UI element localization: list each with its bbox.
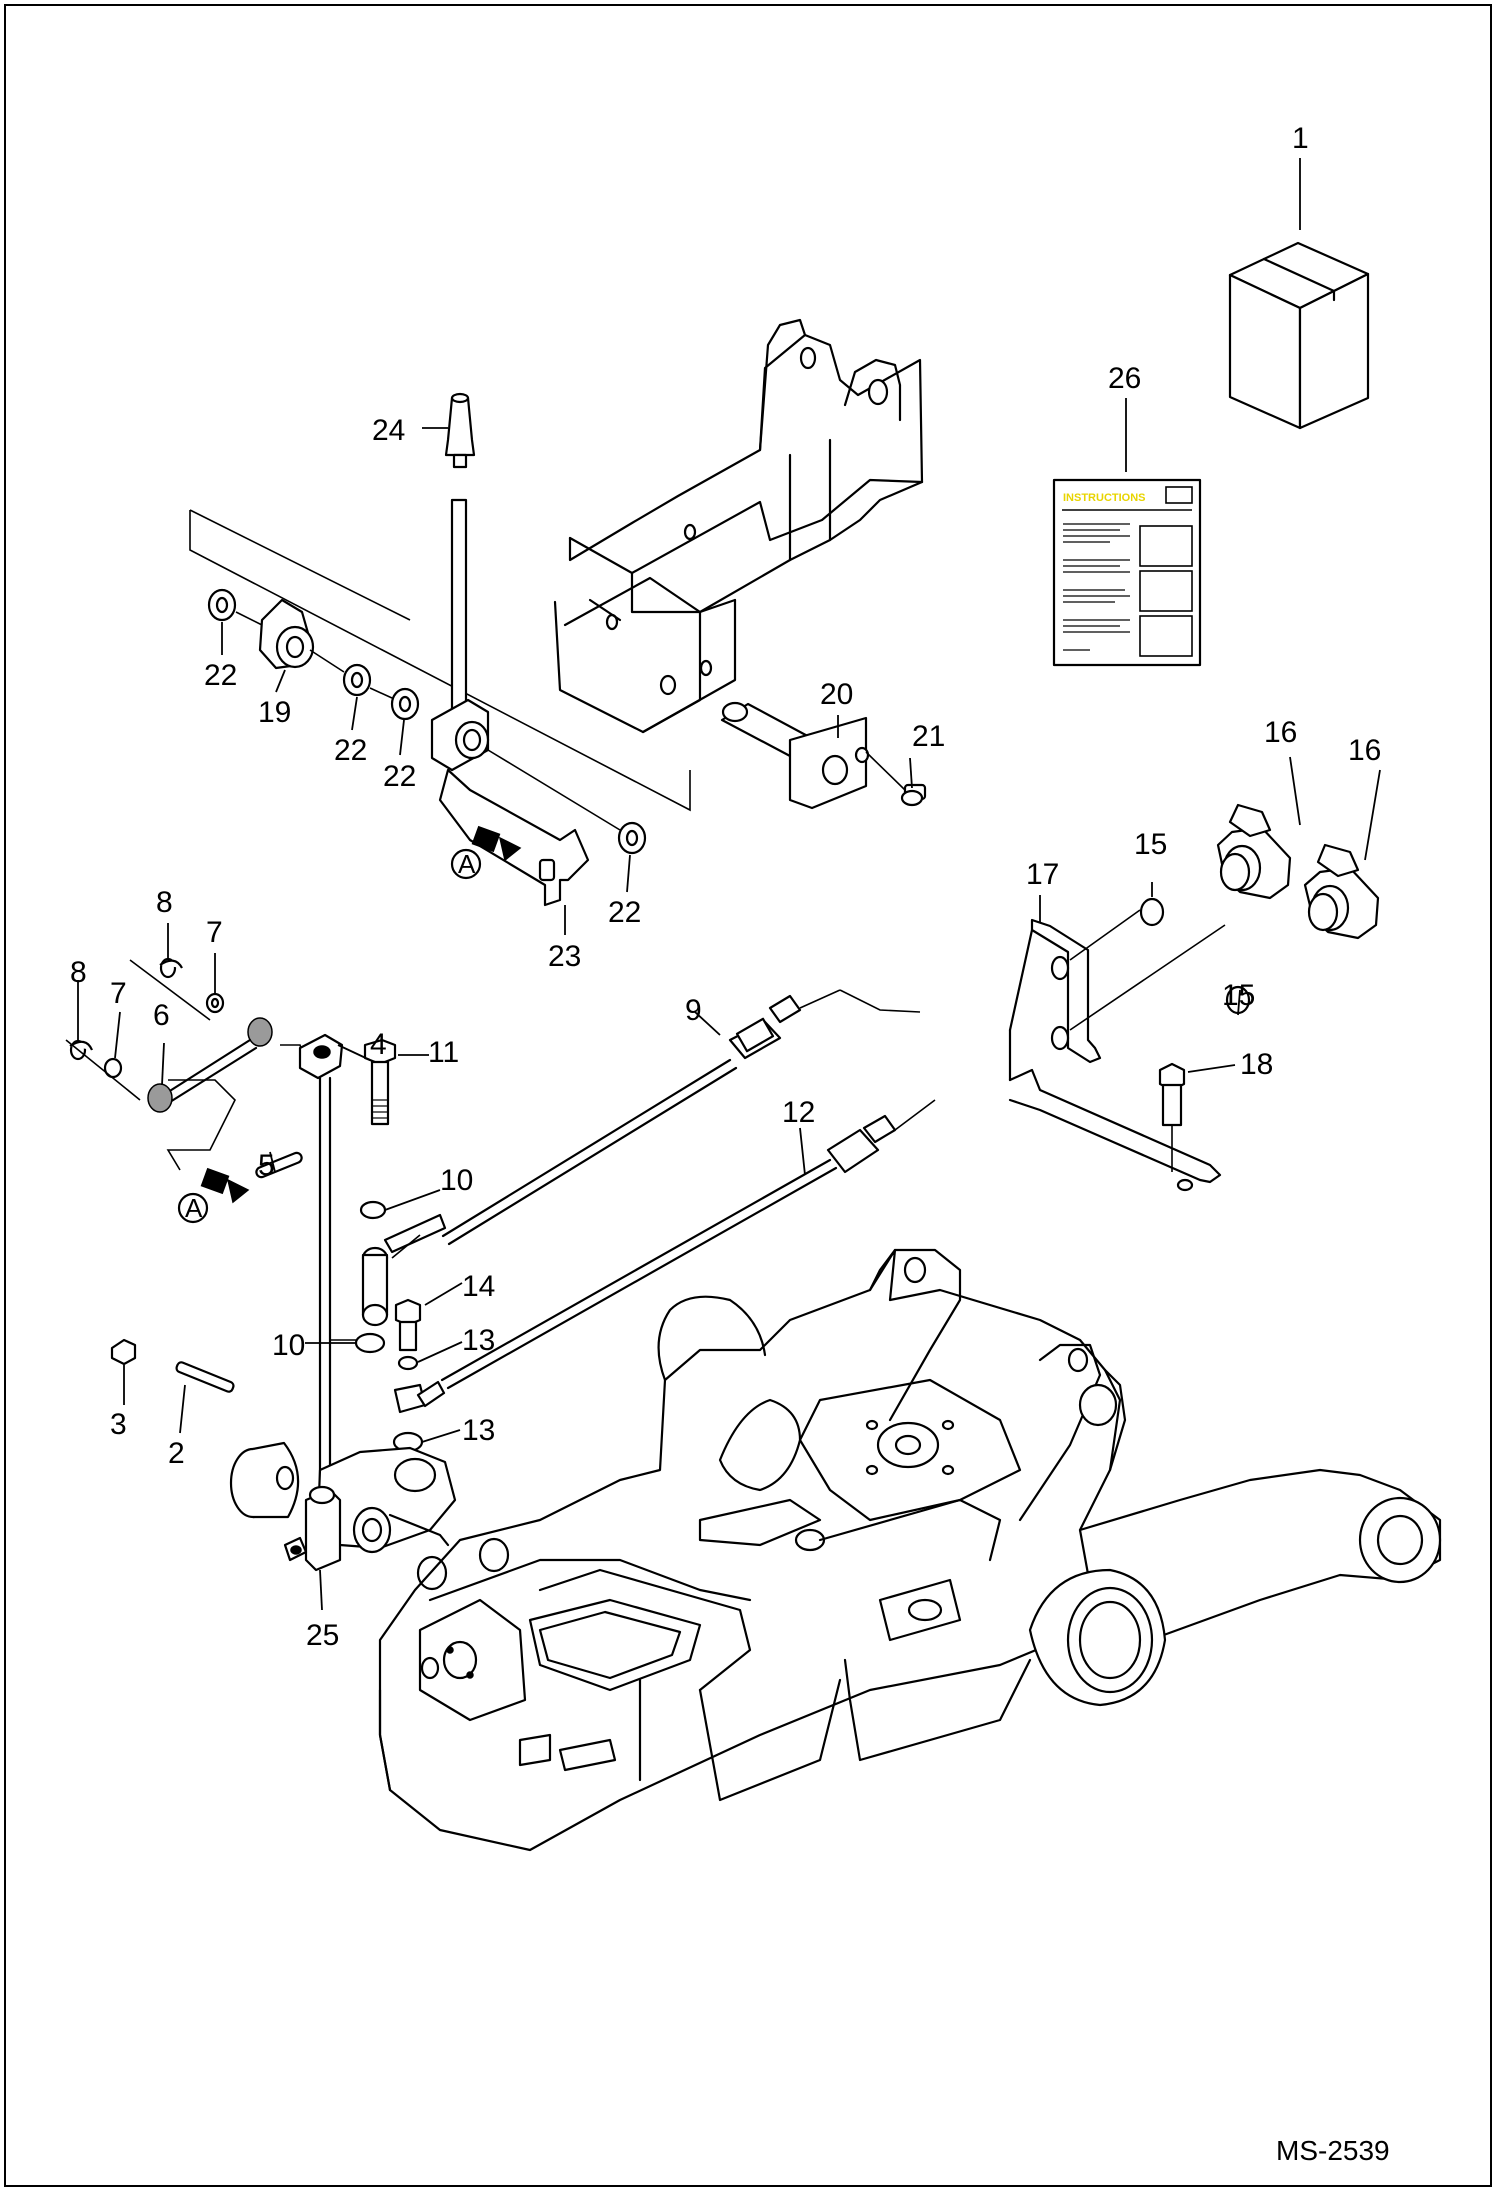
callout-3: 3 (110, 1408, 127, 1441)
callout-22: 22 (608, 896, 641, 929)
washers-and-bushing (207, 588, 647, 855)
valve-bolts-and-seals (354, 1038, 447, 1453)
instructions-sheet-drawing: INSTRUCTIONS (1052, 478, 1202, 667)
callout-10: 10 (272, 1329, 305, 1362)
callout-11: 11 (428, 1036, 459, 1069)
callout-8: 8 (70, 956, 87, 989)
callout-13: 13 (462, 1414, 495, 1447)
view-a-marker-upper: A (458, 849, 476, 879)
lever-mounting-bracket (553, 318, 924, 734)
callout-18: 18 (1240, 1048, 1273, 1081)
callout-13: 13 (462, 1324, 495, 1357)
callout-5: 5 (258, 1149, 275, 1182)
kit-box-drawing (1228, 241, 1370, 430)
hitch-housing-casting (378, 1248, 1442, 1852)
callout-7: 7 (110, 977, 127, 1010)
callout-8: 8 (156, 886, 173, 919)
callout-23: 23 (548, 940, 581, 973)
callout-10: 10 (440, 1164, 473, 1197)
callout-22: 22 (204, 659, 237, 692)
callout-21: 21 (912, 720, 945, 753)
callout-12: 12 (782, 1096, 815, 1129)
control-valve-body (283, 1446, 510, 1591)
callout-16: 16 (1348, 734, 1381, 767)
callout-9: 9 (685, 994, 702, 1027)
adjusting-stud-parts (110, 1338, 300, 1519)
callout-7: 7 (206, 916, 223, 949)
callout-24: 24 (372, 414, 405, 447)
view-a-arrow-lower: A (177, 1167, 250, 1224)
leader-lines (77, 427, 1381, 1611)
callout-17: 17 (1026, 858, 1059, 891)
coupler-bracket-assembly (1008, 803, 1380, 1192)
callout-26: 26 (1108, 362, 1141, 395)
callout-4: 4 (370, 1028, 387, 1061)
linkage-rod-parts (65, 957, 344, 1547)
control-lever-drawing (430, 392, 590, 907)
callout-22: 22 (334, 734, 367, 767)
callout-19: 19 (258, 696, 291, 729)
callout-16: 16 (1264, 716, 1297, 749)
callout-15: 15 (1222, 979, 1255, 1012)
callout-6: 6 (153, 999, 170, 1032)
callout-15: 15 (1134, 828, 1167, 861)
callout-labels: 1 26 24 22 19 22 22 20 21 22 23 16 16 15… (70, 122, 1381, 1652)
hydraulic-hoses (440, 989, 936, 1390)
callout-20: 20 (820, 678, 853, 711)
instructions-sheet-title: INSTRUCTIONS (1063, 492, 1146, 504)
view-a-marker-lower: A (185, 1193, 203, 1223)
callout-2: 2 (168, 1437, 185, 1470)
drawing-frame (4, 4, 1492, 2187)
drawing-reference-code: MS-2539 (1276, 2135, 1390, 2166)
view-a-arrow-upper: A (450, 825, 522, 880)
callout-1: 1 (1292, 122, 1309, 155)
callout-22: 22 (383, 760, 416, 793)
callout-14: 14 (462, 1270, 495, 1303)
callout-25: 25 (306, 1619, 339, 1652)
pivot-pin-and-bolt (720, 701, 927, 810)
